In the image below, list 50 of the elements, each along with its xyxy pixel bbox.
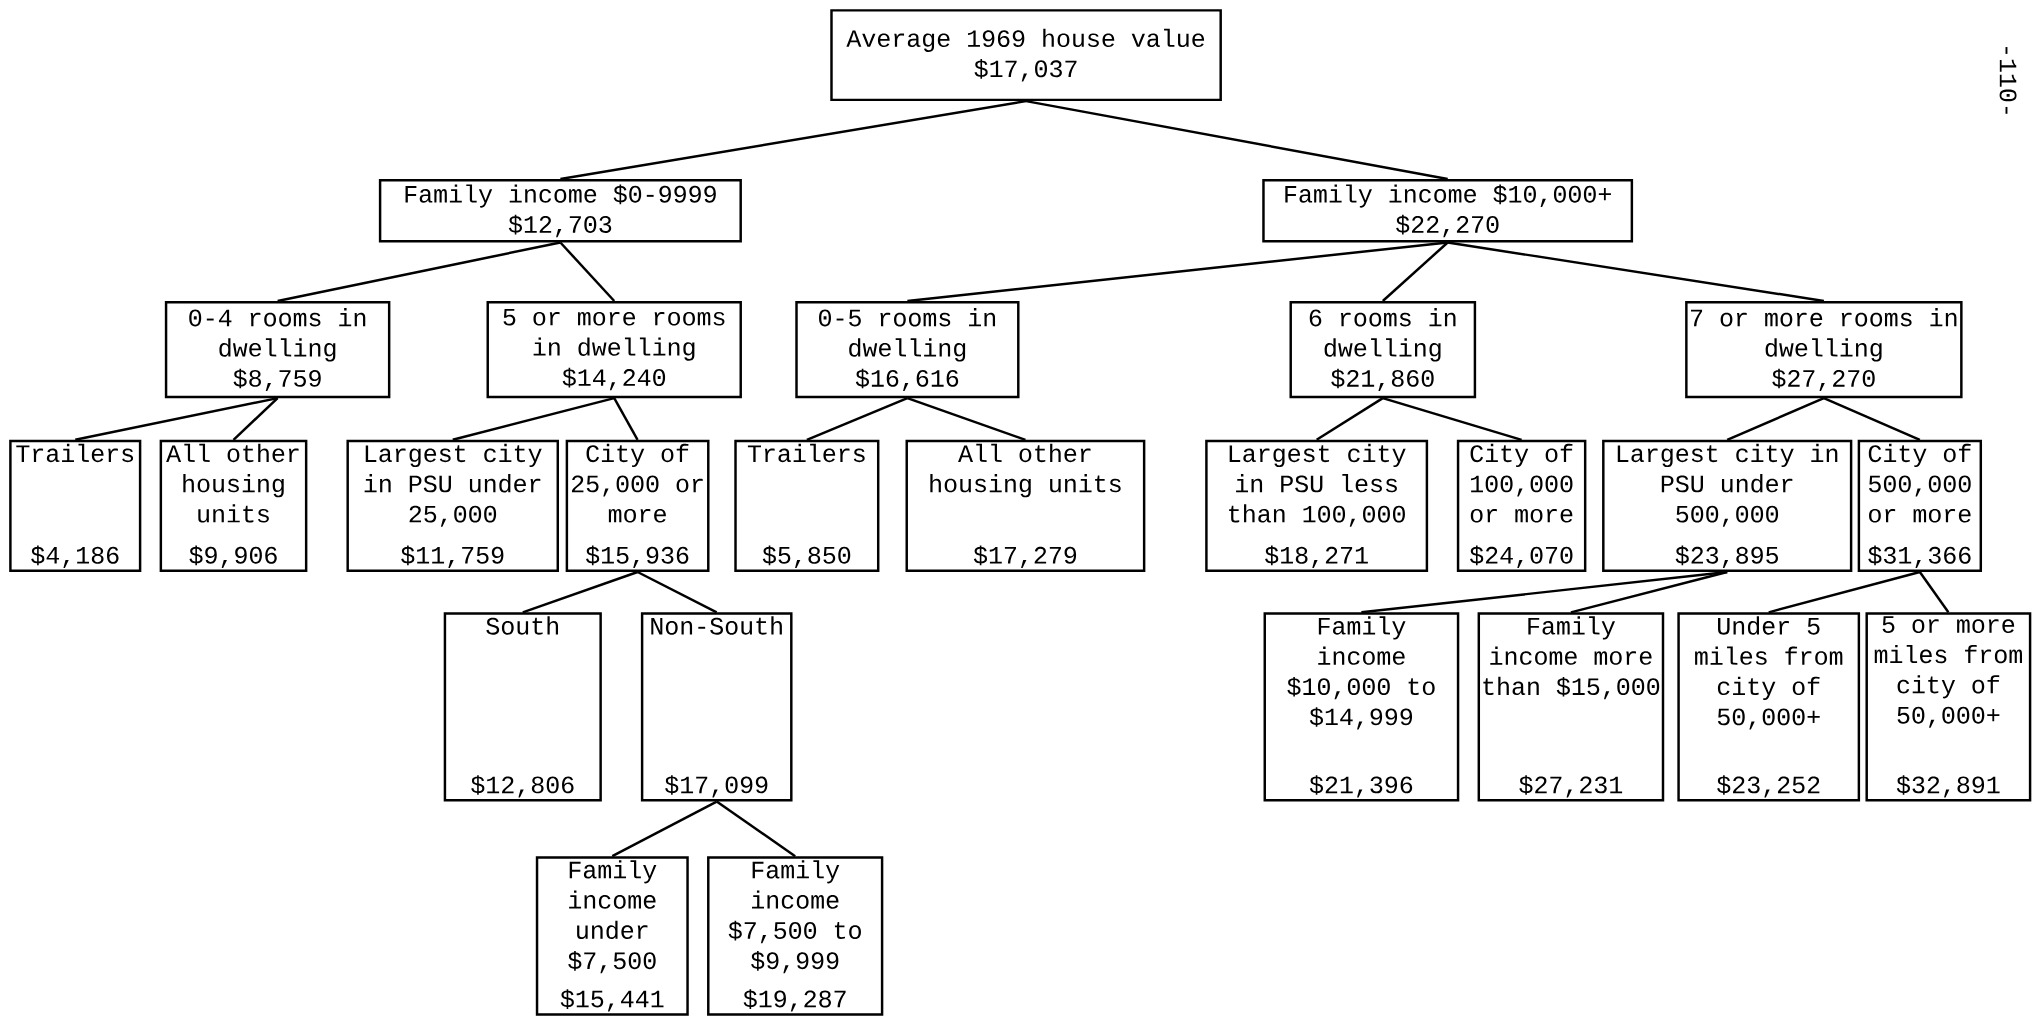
node-box: Family income more than $15,000 $27,231 <box>1477 612 1665 802</box>
node-box: Trailers $4,186 <box>9 439 142 572</box>
connector-line <box>1918 571 1950 614</box>
connector-line <box>522 570 638 614</box>
node-box: Family income $7,500 to $9,999 $19,287 <box>707 856 884 1016</box>
node-box: 7 or more rooms in dwelling $27,270 <box>1685 301 1963 399</box>
connector-line <box>611 800 718 858</box>
connector-line <box>1316 397 1384 441</box>
connector-line <box>716 800 796 858</box>
connector-line <box>1447 241 1825 303</box>
node-box: 5 or more rooms in dwelling $14,240 <box>486 301 742 399</box>
node-box: City of 100,000 or more $24,070 <box>1456 439 1587 572</box>
node-box: City of 500,000 or more $31,366 <box>1857 439 1983 572</box>
page-number: -110- <box>1999 47 2017 114</box>
node-box: All other housing units $17,279 <box>905 439 1146 572</box>
connector-line <box>277 241 561 303</box>
node-box: City of 25,000 or more $15,936 <box>565 439 710 572</box>
node-box: Non-South $17,099 <box>640 612 793 802</box>
node-box: Under 5 miles from city of 50,000+ $23,252 <box>1677 612 1861 802</box>
node-box: 0-5 rooms in dwelling $16,616 <box>795 301 1020 399</box>
node-box: Largest city in PSU under 500,000 $23,895 <box>1602 439 1853 572</box>
connector-line <box>1382 241 1449 302</box>
connector-line <box>1570 570 1728 614</box>
node-box: Trailers $5,850 <box>734 439 880 572</box>
node-box: 6 rooms in dwelling $21,860 <box>1289 301 1477 399</box>
connector-line <box>452 396 615 441</box>
node-box: Family income $10,000+ $22,270 <box>1262 179 1634 243</box>
connector-line <box>1823 397 1921 441</box>
connector-line <box>1382 397 1522 441</box>
node-box: Largest city in PSU less than 100,000 $18,271 <box>1205 439 1429 572</box>
node-box: Average 1969 house value $17,037 <box>830 9 1222 102</box>
node-box: 0-4 rooms in dwelling $8,759 <box>164 301 391 399</box>
connector-line <box>806 397 908 441</box>
node-box: All other housing units $9,906 <box>159 439 308 572</box>
connector-line <box>232 397 279 441</box>
connector-line <box>1768 570 1921 614</box>
node-box: Family income $10,000 to $14,999 $21,396 <box>1263 612 1460 802</box>
node-box: 5 or more miles from city of 50,000+ $32,891 <box>1865 612 2032 802</box>
node-box: Family income under $7,500 $15,441 <box>535 856 689 1016</box>
connector-line <box>907 241 1448 303</box>
connector-line <box>1025 99 1448 181</box>
connector-line <box>75 396 278 442</box>
connector-line <box>637 570 718 614</box>
connector-line <box>559 241 616 302</box>
connector-line <box>1726 397 1825 441</box>
node-box: Family income $0-9999 $12,703 <box>378 179 742 243</box>
connector-line <box>560 99 1027 181</box>
node-box: Largest city in PSU under 25,000 $11,759 <box>346 439 559 572</box>
connector-line <box>907 397 1026 441</box>
connector-line <box>613 397 639 441</box>
